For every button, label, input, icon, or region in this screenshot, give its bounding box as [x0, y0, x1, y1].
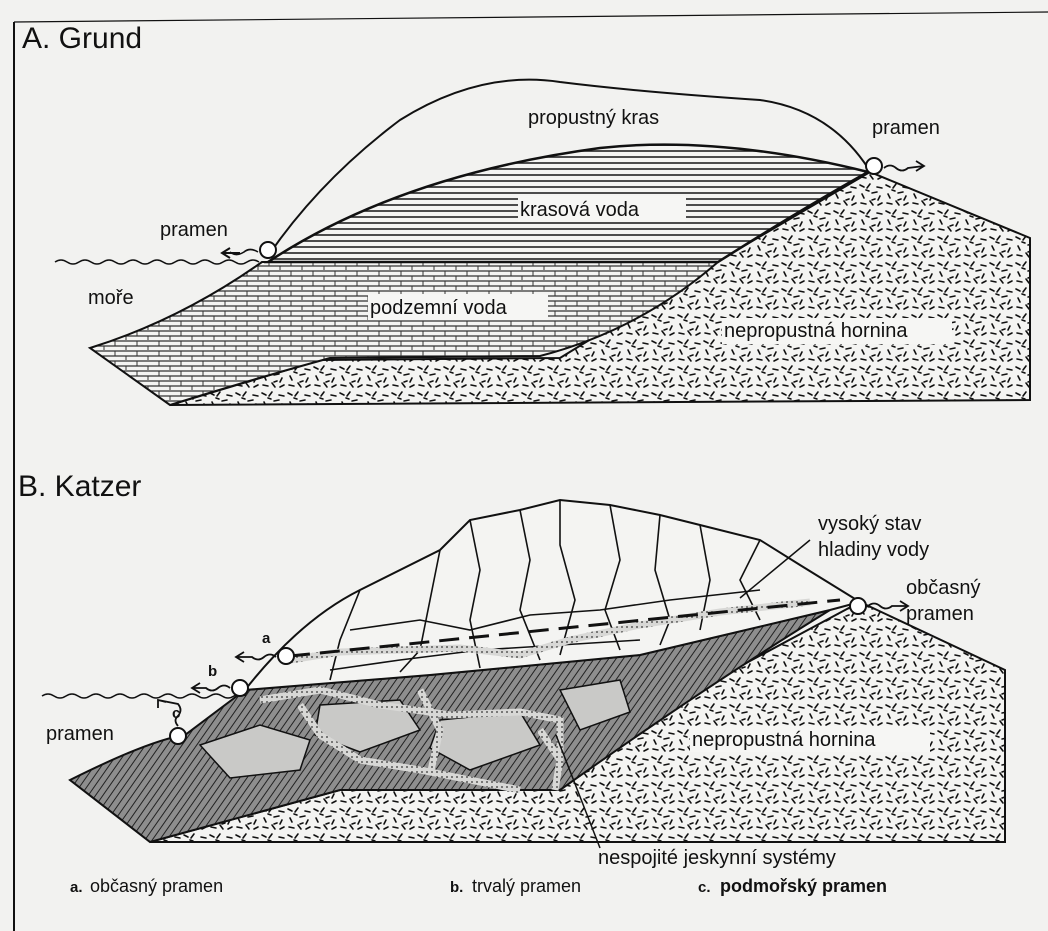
label-spring-b: pramen — [46, 723, 114, 745]
legend-letter-a: a. — [70, 879, 83, 896]
marker-b: b — [208, 663, 217, 680]
legend-text-b: trvalý pramen — [472, 876, 581, 896]
panel-b-katzer: B. Katzer vysoký stav hladiny vody občas… — [18, 470, 1005, 869]
label-spring-left-a: pramen — [160, 219, 228, 241]
legend-item-b: b. trvalý pramen — [450, 876, 581, 896]
label-high-water-2: hladiny vody — [818, 539, 929, 561]
spring-b-icon — [192, 680, 248, 696]
legend-item-c: c. podmořský pramen — [698, 876, 887, 896]
legend-letter-c: c. — [698, 879, 711, 896]
legend-letter-b: b. — [450, 879, 463, 896]
label-occasional-spring-2: pramen — [906, 603, 974, 625]
marker-c: c — [172, 705, 180, 722]
label-high-water-1: vysoký stav — [818, 513, 921, 535]
label-discontinuous-caves: nespojité jeskynní systémy — [598, 847, 836, 869]
panel-a-grund: A. Grund propustný kras pramen krasová v… — [22, 22, 1030, 405]
spring-left-a-icon — [222, 242, 276, 258]
sea-surface-a — [55, 260, 259, 264]
label-sea: moře — [88, 287, 134, 309]
label-impermeable-rock-b: nepropustná hornina — [692, 729, 876, 751]
label-permeable-karst: propustný kras — [528, 107, 659, 129]
panel-b-title: B. Katzer — [18, 470, 141, 503]
legend: a. občasný pramen b. trvalý pramen c. po… — [70, 876, 887, 896]
spring-right-a-icon — [866, 158, 924, 174]
spring-a-icon — [236, 648, 294, 664]
label-occasional-spring-1: občasný — [906, 577, 981, 599]
label-spring-right-a: pramen — [872, 117, 940, 139]
legend-item-a: a. občasný pramen — [70, 876, 223, 896]
label-groundwater: podzemní voda — [370, 297, 508, 319]
panel-a-title: A. Grund — [22, 22, 142, 55]
marker-a: a — [262, 630, 271, 647]
legend-text-a: občasný pramen — [90, 876, 223, 896]
legend-text-c: podmořský pramen — [720, 876, 887, 896]
label-karst-water: krasová voda — [520, 199, 640, 221]
sea-surface-b — [42, 694, 246, 698]
label-impermeable-rock-a: nepropustná hornina — [724, 320, 908, 342]
